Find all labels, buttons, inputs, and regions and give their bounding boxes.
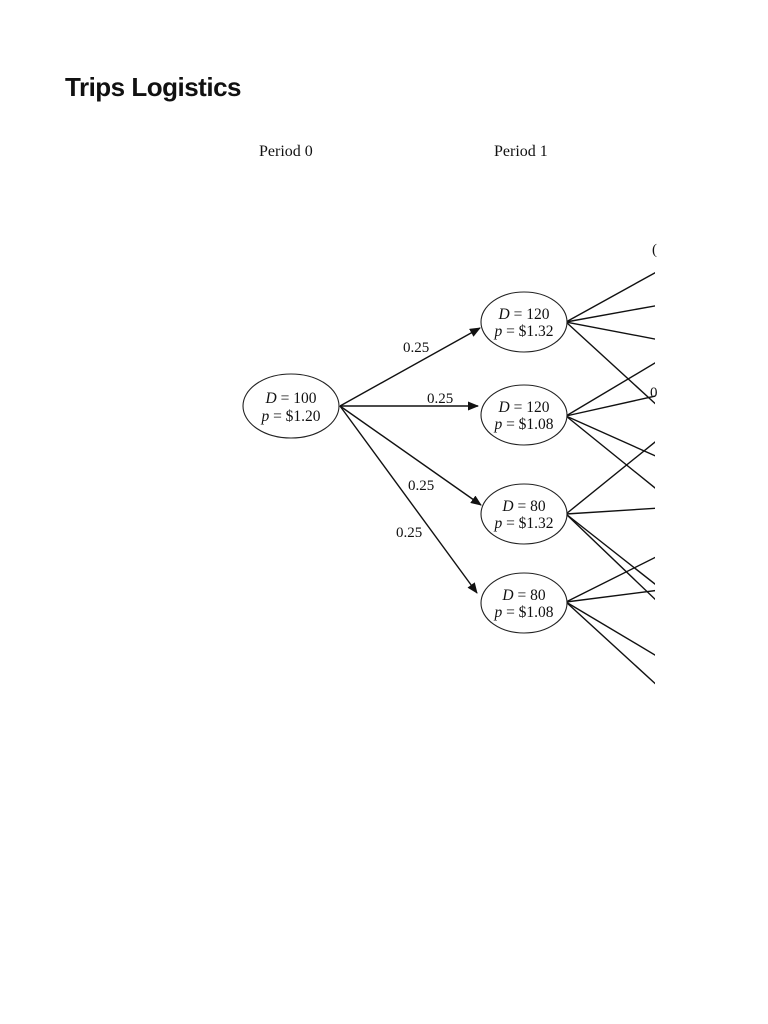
edge-node-1-out-d [565,321,655,405]
root-demand-text: D = 100 [265,390,317,407]
edge-node-1-out-b [565,305,655,323]
root-node: D = 100 p = $1.20 [242,373,340,439]
edge-root-to-node-1 [339,327,481,407]
node-4-demand-text: D = 80 [501,587,545,604]
node-4-price-text: p = $1.08 [493,604,553,621]
edge-node-3-out-b [565,507,655,515]
node-3-demand-text: D = 80 [501,498,545,515]
probability-label-3: 0.25 [408,478,434,494]
edge-node-3-out-a [565,441,655,515]
edge-node-3-out-c [565,513,655,585]
period-2-edges [565,271,655,685]
node-1-demand-text: D = 120 [498,306,550,323]
period-1-node-2: D = 120 p = $1.08 [480,384,568,446]
probability-label-2: 0.25 [427,391,453,407]
edge-node-2-out-a [565,362,655,417]
root-node-ellipse [242,373,340,439]
node-4-ellipse [480,572,568,634]
node-1-ellipse [480,291,568,353]
period-1-node-3: D = 80 p = $1.32 [480,483,568,545]
period-1-node-4: D = 80 p = $1.08 [480,572,568,634]
period-1-node-1: D = 120 p = $1.32 [480,291,568,353]
edge-node-2-out-c [565,415,655,457]
period-1-label: Period 1 [494,143,548,160]
edge-node-2-out-d [565,415,655,489]
period-0-label: Period 0 [259,143,313,160]
probability-label-1: 0.25 [403,340,429,356]
edge-root-to-node-4 [339,405,478,594]
edge-node-4-out-b [565,589,655,603]
edge-node-1-out-c [565,321,655,340]
edge-node-2-out-b [565,395,655,417]
cutoff-label-mid: 0 [650,385,658,401]
edge-root-to-node-3 [339,405,482,506]
page-title: Trips Logistics [65,72,242,102]
probability-label-4: 0.25 [396,525,422,541]
node-3-ellipse [480,483,568,545]
root-edges [339,327,482,594]
edge-node-1-out-a [565,271,655,323]
node-2-ellipse [480,384,568,446]
root-price-text: p = $1.20 [260,408,320,425]
edge-node-4-out-a [565,556,655,603]
edge-node-4-out-d [565,601,655,685]
edge-node-4-out-c [565,601,655,656]
node-1-price-text: p = $1.32 [493,323,553,340]
node-2-demand-text: D = 120 [498,399,550,416]
node-2-price-text: p = $1.08 [493,416,553,433]
cutoff-label-top: ( [652,242,657,258]
edge-node-3-out-d [565,513,655,601]
node-3-price-text: p = $1.32 [493,515,553,532]
